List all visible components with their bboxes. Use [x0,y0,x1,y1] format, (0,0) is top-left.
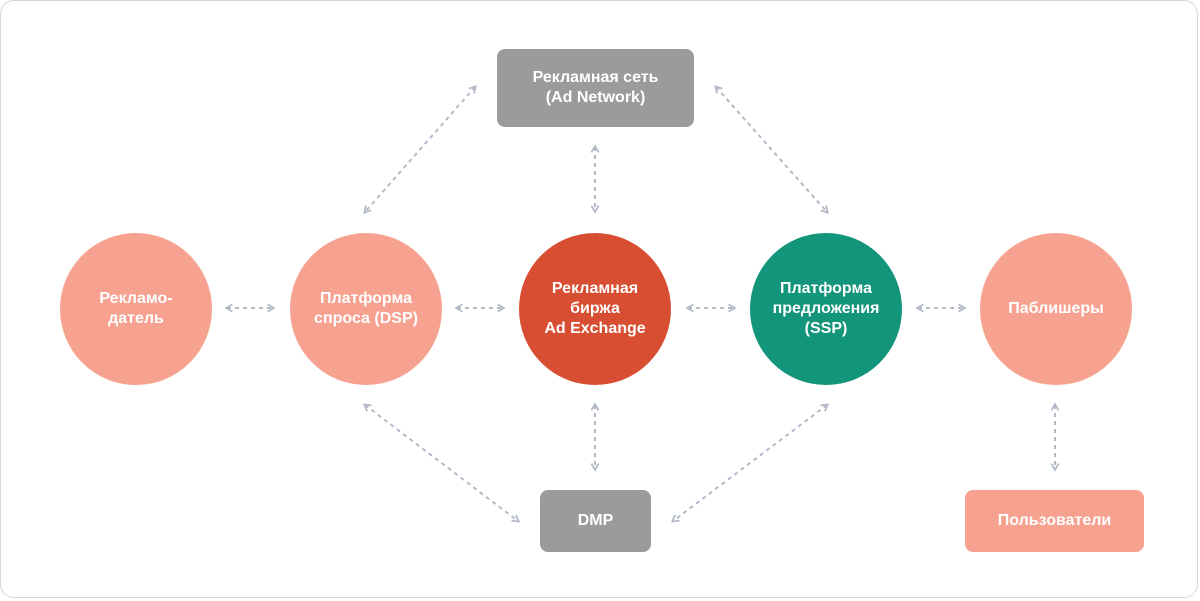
ad-exchange-label: Рекламная биржа Ad Exchange [544,280,646,337]
arrow-adnetwork-dsp [365,87,475,212]
ssp-label: Платформа предложения (SSP) [772,280,880,337]
arrow-ssp-dmp [673,405,827,521]
dsp-node: Платформа спроса (DSP) [290,233,442,385]
dsp-label: Платформа спроса (DSP) [314,290,418,327]
users-label: Пользователи [997,512,1112,529]
advertiser-label: Рекламо- датель [99,290,173,327]
ad-exchange-node: Рекламная биржа Ad Exchange [519,233,671,385]
publishers-label: Паблишеры [1008,300,1104,317]
ssp-node: Платформа предложения (SSP) [750,233,902,385]
arrow-dsp-dmp [365,405,518,521]
advertiser-node: Рекламо- датель [60,233,212,385]
dmp-node: DMP [540,490,651,552]
users-node: Пользователи [965,490,1144,552]
ad-network-node: Рекламная сеть (Ad Network) [497,49,694,127]
publishers-node: Паблишеры [980,233,1132,385]
dmp-label: DMP [577,512,614,529]
ad-network-label: Рекламная сеть (Ad Network) [532,69,659,106]
arrow-adnetwork-ssp [716,87,827,212]
